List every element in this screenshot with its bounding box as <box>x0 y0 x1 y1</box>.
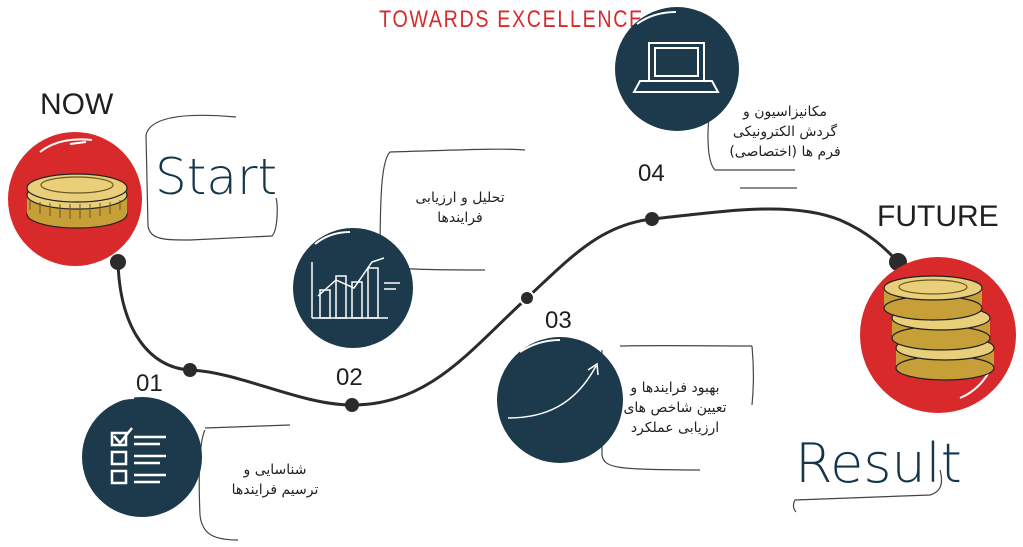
step-03-number: 03 <box>545 307 572 334</box>
step-04-line1: مکانیزاسیون و <box>743 104 827 120</box>
now-label: NOW <box>40 88 114 121</box>
step-03-text: بهبود فرایندها و تعیین شاخص های ارزیابی … <box>600 378 750 438</box>
step-03-line3: ارزیابی عملکرد <box>630 420 720 436</box>
future-label: FUTURE <box>877 200 999 233</box>
step-03-circle <box>497 337 623 463</box>
step-02-number: 02 <box>336 364 363 391</box>
step-02-dot <box>345 398 359 412</box>
step-04-line2: گردش الکترونیکی <box>732 124 838 140</box>
bracket-lines <box>145 111 943 541</box>
future-coins-graphic <box>860 257 1016 413</box>
step-04-dot <box>645 212 659 226</box>
step-01-circle <box>82 397 202 517</box>
start-word: Start <box>155 148 278 206</box>
step-03-line1: بهبود فرایندها و <box>630 380 720 396</box>
growth-arrow-icon <box>507 362 599 419</box>
step-01-line2: ترسیم فرایندها <box>231 482 319 498</box>
step-03-dot <box>519 290 535 306</box>
step-01-number: 01 <box>136 370 163 397</box>
laptop-icon <box>632 42 720 93</box>
step-04-circle <box>615 7 739 131</box>
start-dot <box>110 254 126 270</box>
step-02-line1: تحلیل و ارزیابی <box>415 190 505 206</box>
step-01-text: شناسایی و ترسیم فرایندها <box>200 460 350 500</box>
step-02-line2: فرایندها <box>437 210 483 226</box>
step-01-dot <box>183 363 197 377</box>
now-coin-graphic <box>8 132 142 266</box>
result-word: Result <box>795 432 962 495</box>
step-02-text: تحلیل و ارزیابی فرایندها <box>390 188 530 228</box>
step-04-number: 04 <box>638 160 665 187</box>
page-title: TOWARDS EXCELLENCE <box>379 6 644 33</box>
checklist-icon <box>110 427 166 485</box>
bar-chart-icon <box>311 257 400 319</box>
step-01-line1: شناسایی و <box>243 462 307 478</box>
step-02-circle <box>293 228 413 348</box>
step-03-line2: تعیین شاخص های <box>623 400 727 416</box>
step-04-text: مکانیزاسیون و گردش الکترونیکی فرم ها (اخ… <box>710 102 860 162</box>
step-04-line3: فرم ها (اختصاصی) <box>729 144 841 160</box>
